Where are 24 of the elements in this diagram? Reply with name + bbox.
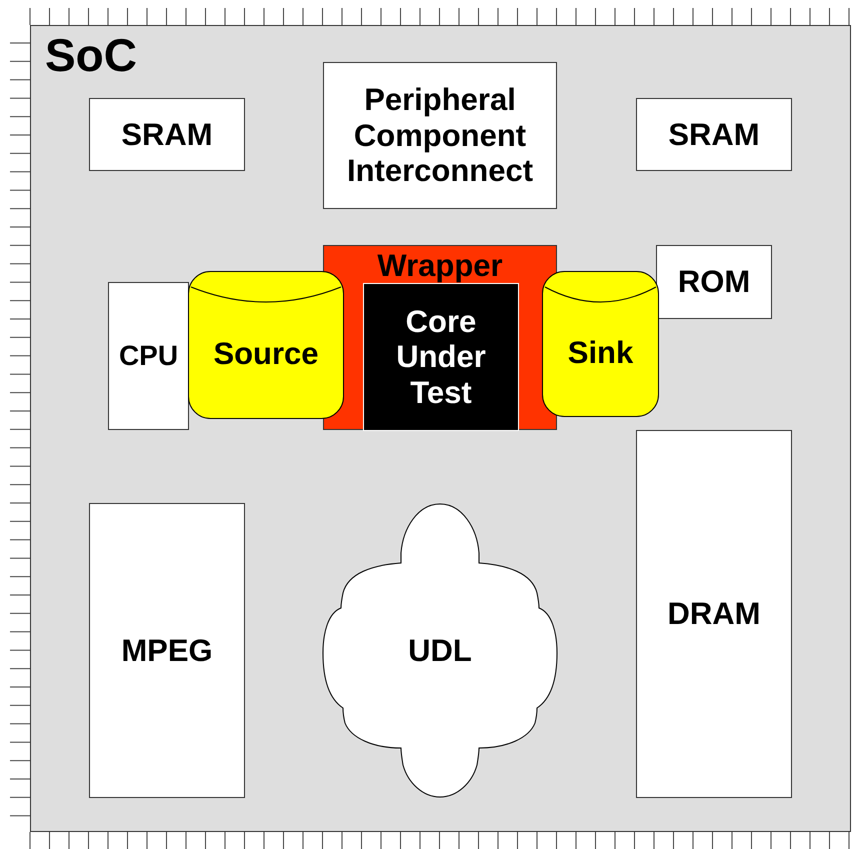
block-label: Core Under Test — [395, 304, 487, 410]
sink-cylinder — [542, 271, 659, 417]
block-label: DRAM — [666, 596, 762, 632]
cpu-block — [108, 282, 189, 430]
block-label: Source — [212, 336, 320, 372]
block-label: SRAM — [120, 116, 214, 152]
logic-cloud — [323, 503, 557, 798]
memory-block — [656, 245, 772, 319]
block-label: Wrapper — [376, 248, 504, 284]
block-label: UDL — [407, 632, 473, 668]
memory-block — [636, 98, 792, 171]
block-label: SRAM — [667, 116, 761, 152]
block-label: MPEG — [120, 632, 214, 668]
block-label: CPU — [118, 340, 180, 372]
codec-block — [89, 503, 245, 798]
block-label: Peripheral Component Interconnect — [346, 82, 534, 189]
core-block — [363, 283, 519, 431]
block-label: Sink — [566, 335, 634, 371]
memory-block — [89, 98, 245, 171]
memory-block — [636, 430, 792, 798]
source-cylinder — [188, 271, 344, 419]
interconnect-block — [323, 62, 557, 209]
block-label: ROM — [676, 264, 752, 300]
block-label: SoC — [44, 32, 138, 78]
